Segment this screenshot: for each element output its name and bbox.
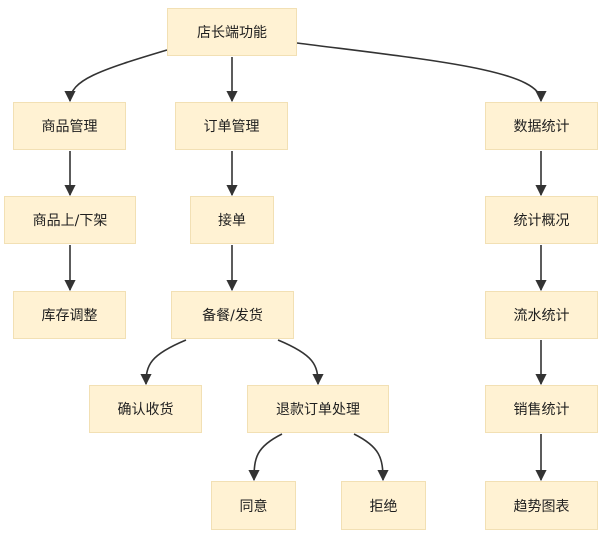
- node-accept-order: 接单: [190, 196, 274, 244]
- node-stock-adjust: 库存调整: [13, 291, 126, 339]
- node-confirm-receipt: 确认收货: [89, 385, 202, 433]
- node-trend-chart: 趋势图表: [485, 481, 598, 530]
- node-flow-stats: 流水统计: [485, 291, 598, 339]
- edge-prepare-ship-to-confirm-receipt: [140, 339, 187, 386]
- node-prepare-ship: 备餐/发货: [171, 291, 294, 339]
- node-product-shelf: 商品上/下架: [4, 196, 136, 244]
- node-order-management: 订单管理: [175, 102, 288, 150]
- node-refund-handle: 退款订单处理: [247, 385, 389, 433]
- edge-refund-handle-to-agree: [248, 433, 283, 482]
- edge-root-to-data-stats: [296, 42, 547, 103]
- node-agree: 同意: [211, 481, 296, 530]
- edge-prepare-ship-to-refund-handle: [277, 339, 324, 386]
- node-reject: 拒绝: [341, 481, 426, 530]
- node-data-statistics: 数据统计: [485, 102, 598, 150]
- node-product-management: 商品管理: [13, 102, 126, 150]
- edge-refund-handle-to-reject: [353, 433, 389, 482]
- node-sales-stats: 销售统计: [485, 385, 598, 433]
- node-root: 店长端功能: [167, 8, 297, 56]
- edge-root-to-product-mgmt: [64, 49, 168, 103]
- node-stats-overview: 统计概况: [485, 196, 598, 244]
